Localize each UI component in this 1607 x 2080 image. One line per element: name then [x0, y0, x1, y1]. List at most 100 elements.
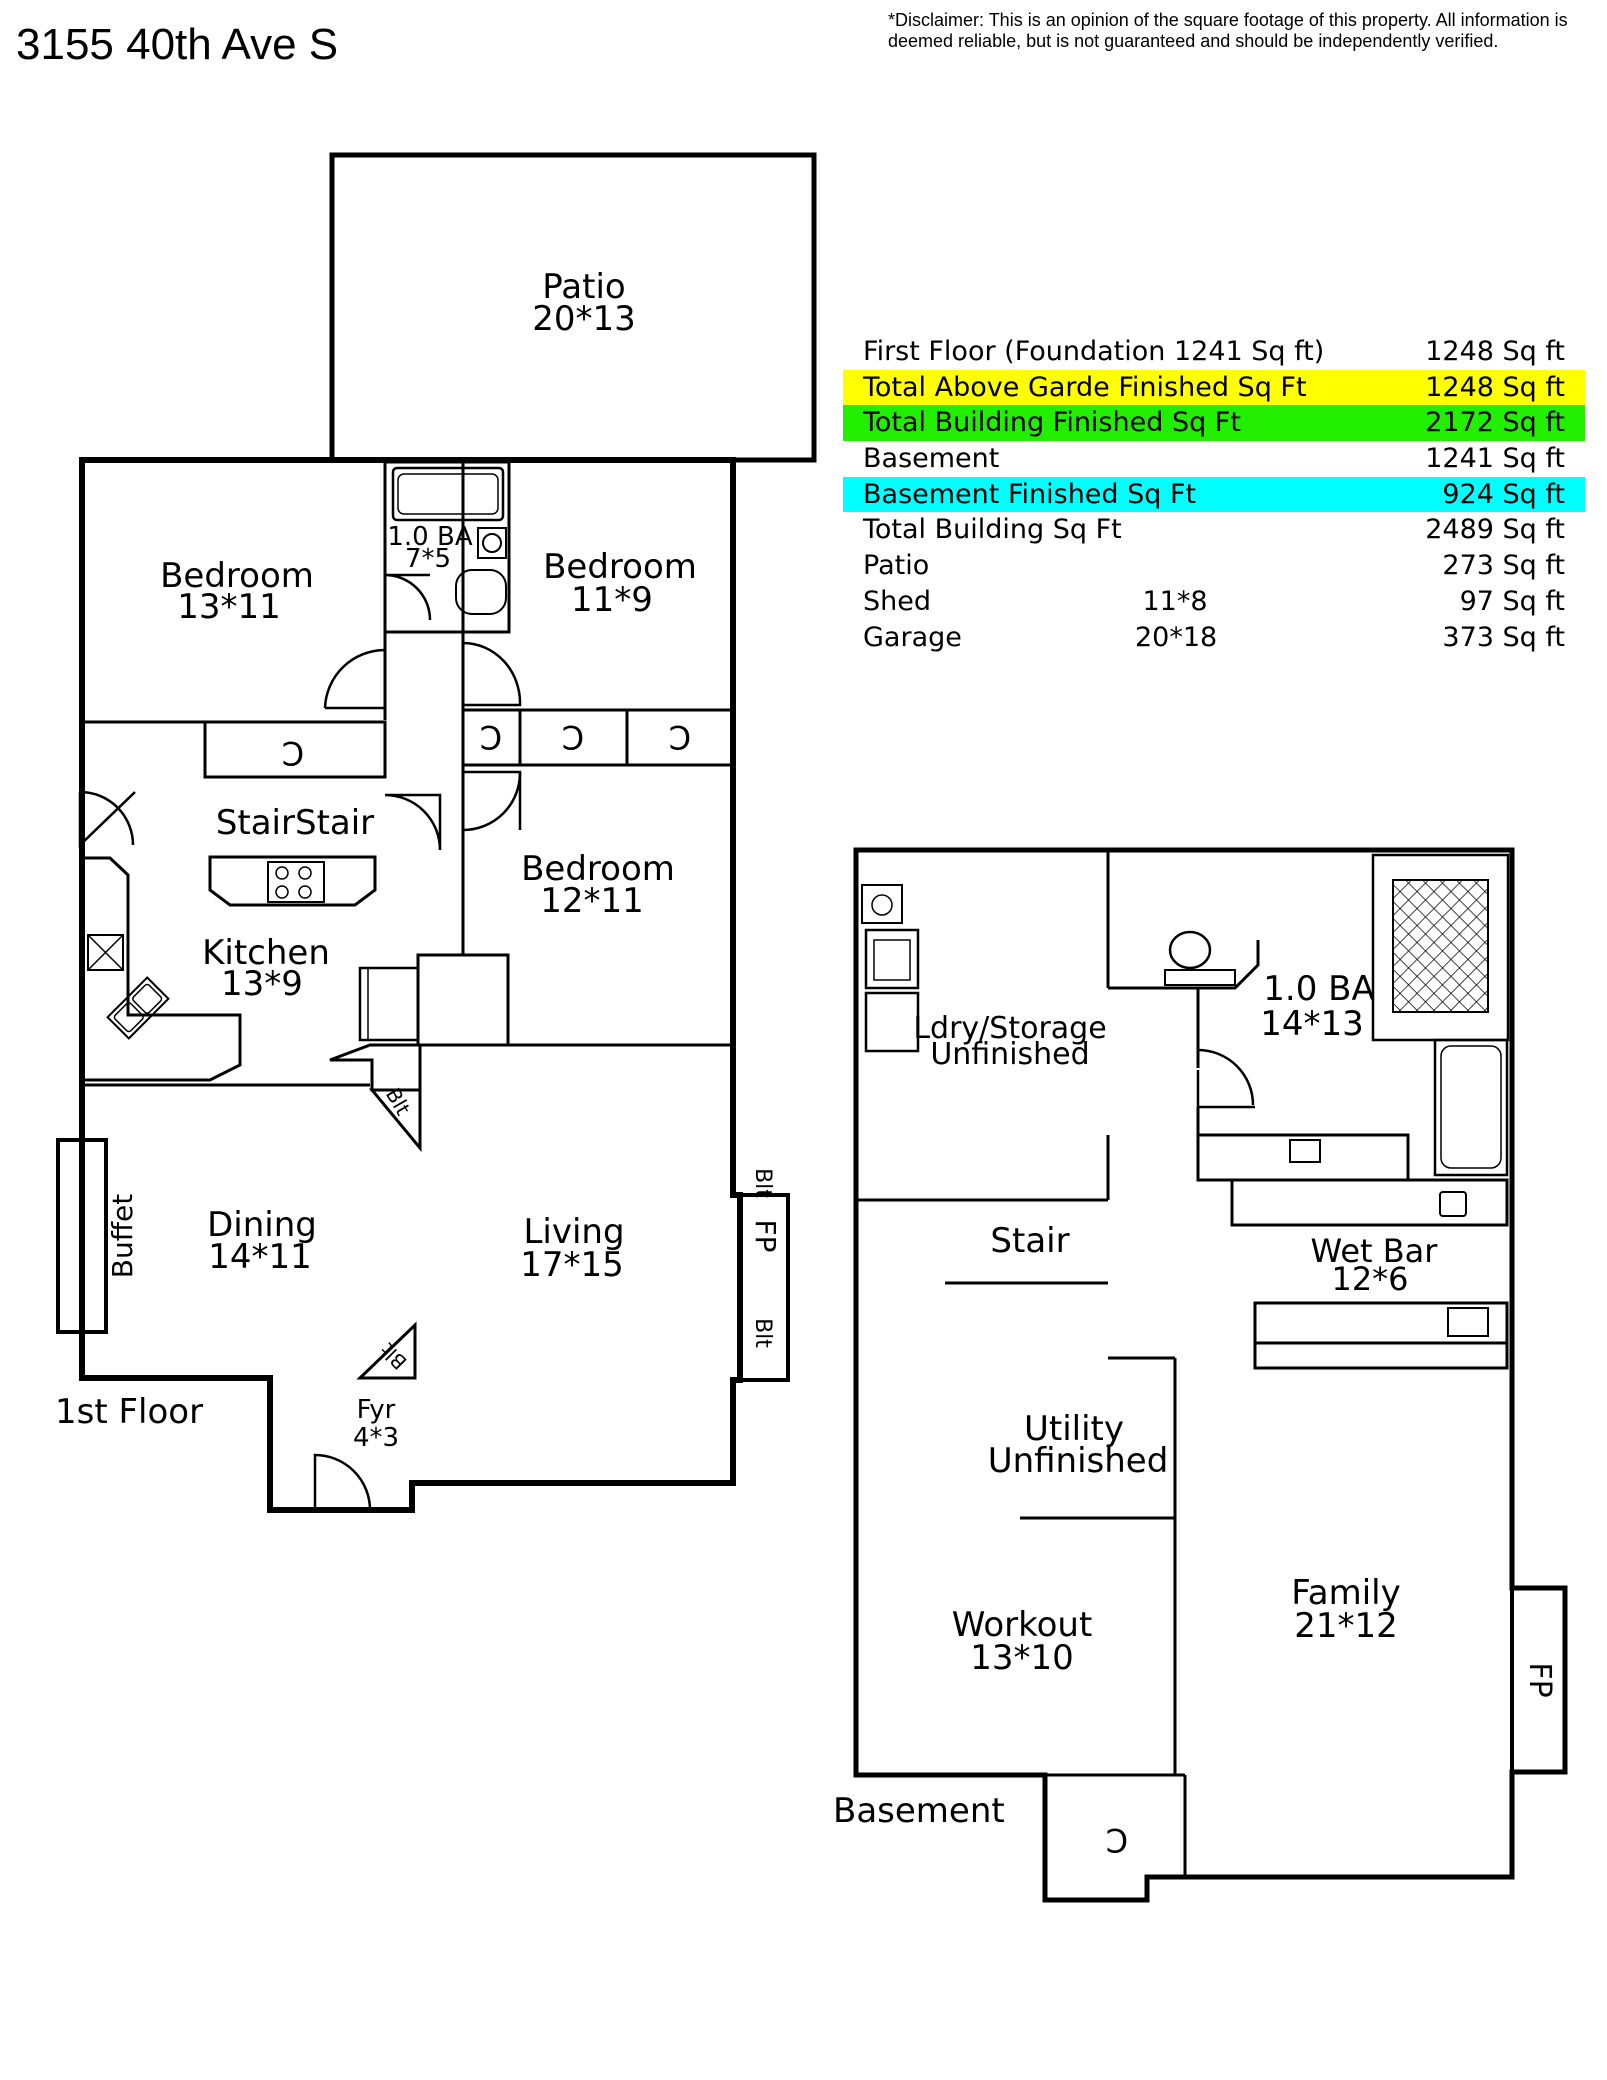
area-row-label: Total Building Finished Sq Ft [863, 407, 1241, 439]
area-row-value: 1248 Sq ft [1425, 371, 1565, 403]
area-row-label: Patio [863, 550, 930, 582]
area-row: Total Above Garde Finished Sq Ft 1248 Sq … [843, 369, 1585, 406]
wetbar-sink-icon [1439, 1191, 1467, 1217]
wetbar-label: Wet Bar [1311, 1232, 1439, 1270]
family-label: Family [1291, 1573, 1400, 1613]
basement-fireplace-unit [1510, 1586, 1567, 1774]
bedroom-right-label: Bedroom [543, 547, 697, 587]
first-floor-doors [78, 573, 522, 1511]
area-row-value: 2489 Sq ft [1425, 514, 1565, 546]
bath-label: 1.0 BA [387, 522, 472, 552]
kitchen-counter [84, 856, 242, 1082]
area-row-label: First Floor (Foundation 1241 Sq ft) [863, 336, 1325, 367]
kitchen-dims: 13*9 [221, 964, 303, 1004]
patio-label: Patio [542, 267, 625, 307]
area-row-label: Garage [863, 621, 962, 653]
first-floor-title: 1st Floor [55, 1392, 203, 1432]
area-row-value: 1241 Sq ft [1425, 443, 1565, 475]
shower-icon [1392, 879, 1489, 1013]
laundry-label: Ldry/Storage [913, 1011, 1106, 1046]
basement-bath-door [1196, 1070, 1255, 1109]
basement-stair-label: Stair [990, 1221, 1069, 1261]
area-summary-table: First Floor (Foundation 1241 Sq ft) 1248 … [843, 334, 1585, 655]
area-row-label: Shed [863, 585, 932, 617]
living-label: Living [523, 1212, 624, 1252]
washer-icon [864, 928, 920, 990]
stove-counter [208, 855, 377, 907]
basement-plan [853, 847, 1568, 1903]
kitchen-sink-icon [106, 976, 170, 1040]
basement-toilet-tank [1164, 969, 1236, 986]
buffet-cabinet [56, 1138, 108, 1334]
closet-mid-a-label: C [480, 718, 502, 756]
laundry-sub: Unfinished [930, 1037, 1089, 1072]
area-row-value: 273 Sq ft [1442, 550, 1565, 582]
basement-interior-walls [856, 850, 1200, 1877]
fireplace-label: FP [749, 1220, 782, 1253]
basement-closet-label: C [1106, 1821, 1128, 1859]
stove-icon [267, 861, 325, 903]
basement-bath-dims: 14*13 [1260, 1004, 1364, 1044]
living-dims: 17*15 [520, 1245, 624, 1285]
area-row-value: 2172 Sq ft [1425, 407, 1565, 439]
area-row-value: 97 Sq ft [1459, 585, 1565, 617]
bedroom-mid-dims: 12*11 [540, 881, 644, 921]
vanity-counter [1196, 1133, 1410, 1182]
first-floor-bath-walls [383, 460, 511, 634]
utility-sub: Unfinished [988, 1441, 1169, 1481]
area-row-label: Total Building Sq Ft [863, 514, 1122, 546]
bathtub-icon [391, 466, 505, 522]
wetbar-dims: 12*6 [1331, 1260, 1408, 1298]
area-row-label: Total Above Garde Finished Sq Ft [863, 371, 1307, 403]
area-row: Total Building Sq Ft 2489 Sq ft [843, 512, 1585, 548]
first-floor-plan [56, 152, 817, 1513]
workout-dims: 13*10 [970, 1638, 1074, 1678]
area-row: Patio 273 Sq ft [843, 548, 1585, 584]
area-row-label: Basement [863, 443, 1000, 475]
utility-sink-icon [861, 884, 903, 924]
area-row-value: 1248 Sq ft [1425, 336, 1565, 367]
builtin-label-top: Blt [750, 1168, 775, 1198]
builtin-label-foyer: Blt [375, 1338, 411, 1374]
fireplace-unit [738, 1193, 790, 1382]
closet-left [203, 720, 387, 779]
property-address: 3155 40th Ave S [16, 20, 339, 69]
basement-fireplace-label: FP [1522, 1662, 1557, 1697]
utility-label: Utility [1024, 1409, 1124, 1449]
dryer-icon [864, 991, 920, 1053]
basement-toilet-icon [1168, 930, 1212, 970]
sink-icon [477, 527, 507, 559]
dining-label: Dining [207, 1205, 317, 1245]
bedroom-right-dims: 11*9 [571, 580, 653, 620]
basement-title: Basement [833, 1791, 1005, 1831]
family-dims: 21*12 [1294, 1606, 1398, 1646]
stair-label: StairStair [216, 803, 374, 843]
builtin-cabinet [368, 1088, 422, 1153]
wetbar-back-counter [1230, 1178, 1509, 1227]
kitchen-label: Kitchen [202, 933, 330, 973]
foyer-dims: 4*3 [353, 1423, 399, 1453]
toilet-icon [455, 569, 507, 615]
bedroom-left-label: Bedroom [160, 556, 314, 596]
bath-dims: 7*5 [405, 544, 451, 574]
area-row-value: 924 Sq ft [1442, 478, 1565, 510]
pantry-block [416, 953, 510, 1047]
closet-mid-b-label: C [562, 718, 584, 756]
dining-dims: 14*11 [208, 1237, 312, 1277]
disclaimer-text: *Disclaimer: This is an opinion of the s… [888, 10, 1568, 51]
bedroom-left-dims: 13*11 [177, 587, 281, 627]
closet-left-label: C [282, 734, 304, 772]
area-row: Total Building Finished Sq Ft 2172 Sq ft [843, 405, 1585, 442]
bedroom-mid-label: Bedroom [521, 849, 675, 889]
area-row: Basement Finished Sq Ft 924 Sq ft [843, 476, 1585, 513]
basement-bath-label: 1.0 BA [1263, 969, 1374, 1009]
refrigerator-icon [358, 966, 420, 1042]
wetbar-fridge-icon [1447, 1307, 1489, 1337]
closet-mid-c-label: C [669, 718, 691, 756]
area-row: Basement 1241 Sq ft [843, 441, 1585, 477]
basement-tub-icon [1433, 1038, 1509, 1177]
area-row-label: Basement Finished Sq Ft [863, 478, 1197, 510]
